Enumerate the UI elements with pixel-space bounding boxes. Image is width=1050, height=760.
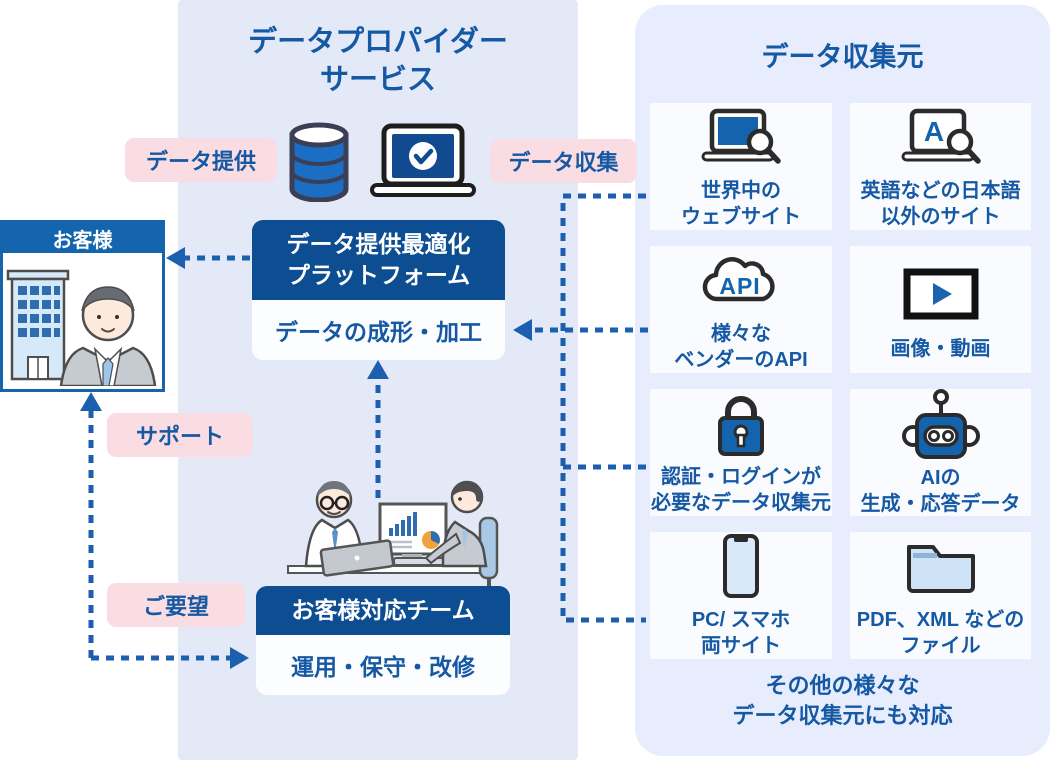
team-box: お客様対応チーム 運用・保守・改修: [256, 586, 510, 695]
source-tile-label: PDF、XML などの ファイル: [857, 607, 1024, 659]
svg-text:API: API: [719, 273, 760, 299]
source-tile-pc-mobile: PC/ スマホ 両サイト: [650, 532, 832, 659]
source-tile-label-line: 認証・ログインが: [661, 466, 821, 488]
source-tile-foreign-sites: A 英語などの日本語 以外のサイト: [850, 103, 1031, 230]
laptop-check-icon: [370, 123, 476, 197]
source-tile-label-line: PC/ スマホ: [691, 609, 791, 631]
customer-title: お客様: [3, 223, 162, 253]
source-tile-auth-login: 認証・ログインが 必要なデータ収集元: [650, 389, 832, 516]
source-tile-label-line: 両サイト: [700, 635, 781, 657]
source-tile-label-line: 世界中の: [701, 180, 781, 202]
smartphone-icon: [720, 532, 762, 602]
sources-footer-line: その他の様々な: [765, 673, 920, 698]
source-tile-label-line: ファイル: [900, 635, 981, 657]
source-tile-label-line: 画像・動画: [890, 338, 991, 360]
platform-header-line: データ提供最適化: [286, 231, 471, 257]
platform-body: データの成形・加工: [252, 299, 505, 360]
video-play-icon: [902, 257, 980, 331]
source-tile-global-websites: 世界中の ウェブサイト: [650, 103, 832, 230]
source-tile-label: AIの 生成・応答データ: [861, 465, 1021, 517]
provider-title-line: サービス: [319, 63, 436, 96]
source-tile-label: 画像・動画: [891, 336, 991, 362]
foreign-language-site-icon: A: [897, 103, 985, 173]
sources-footer-line: データ収集元にも対応: [732, 703, 953, 729]
api-cloud-icon: API: [699, 246, 783, 316]
provider-title: データプロパイダー サービス: [178, 24, 578, 99]
source-tile-ai-data: AIの 生成・応答データ: [850, 389, 1031, 516]
source-tile-label-line: 英語などの日本語: [860, 180, 1021, 202]
source-tile-label-line: 必要なデータ収集元: [651, 492, 831, 514]
source-tile-label-line: PDF、XML などの: [856, 609, 1025, 631]
label-request: ご要望: [107, 583, 245, 627]
source-tile-vendor-apis: API 様々な ベンダーのAPI: [650, 246, 832, 373]
source-tile-label-line: ベンダーのAPI: [674, 349, 808, 371]
source-tile-label-line: 生成・応答データ: [860, 493, 1021, 515]
source-tile-images-videos: 画像・動画: [850, 246, 1031, 373]
source-tile-label: 英語などの日本語 以外のサイト: [861, 178, 1021, 230]
source-tile-label-line: 以外のサイト: [880, 206, 1001, 228]
source-tile-files: PDF、XML などの ファイル: [850, 532, 1031, 659]
source-tile-label: 様々な ベンダーのAPI: [674, 321, 807, 373]
platform-header-line: プラットフォーム: [286, 261, 471, 288]
team-header: お客様対応チーム: [256, 586, 510, 635]
database-icon: [289, 122, 349, 202]
label-data-provide: データ提供: [125, 138, 277, 182]
source-tiles-grid: 世界中の ウェブサイト A 英語などの日本語 以外のサイト: [650, 103, 1031, 659]
source-tile-label: 認証・ログインが 必要なデータ収集元: [651, 464, 831, 516]
customer-illustration: [6, 269, 157, 388]
source-tile-label: 世界中の ウェブサイト: [681, 178, 801, 230]
source-tile-label: PC/ スマホ 両サイト: [692, 607, 790, 659]
platform-header: データ提供最適化 プラットフォーム: [252, 220, 505, 300]
sources-footer: その他の様々な データ収集元にも対応: [635, 671, 1050, 732]
folder-icon: [903, 532, 979, 602]
sources-panel: データ収集元 世界中の ウェブサイト: [635, 5, 1050, 756]
global-website-search-icon: [697, 103, 785, 173]
team-illustration: [287, 480, 499, 589]
source-tile-label-line: 様々な: [711, 323, 771, 345]
source-tile-label-line: ウェブサイト: [681, 206, 801, 228]
label-data-collect: データ収集: [490, 139, 637, 183]
source-tile-label-line: AIの: [920, 467, 961, 489]
lock-icon: [709, 389, 773, 459]
label-support: サポート: [107, 413, 253, 457]
platform-box: データ提供最適化 プラットフォーム データの成形・加工: [252, 220, 505, 360]
customer-box: お客様: [0, 220, 165, 392]
team-body: 運用・保守・改修: [256, 634, 510, 695]
sources-title: データ収集元: [761, 42, 924, 72]
provider-title-line: データプロパイダー: [248, 26, 508, 58]
svg-text:A: A: [923, 116, 943, 147]
robot-icon: [898, 388, 984, 460]
